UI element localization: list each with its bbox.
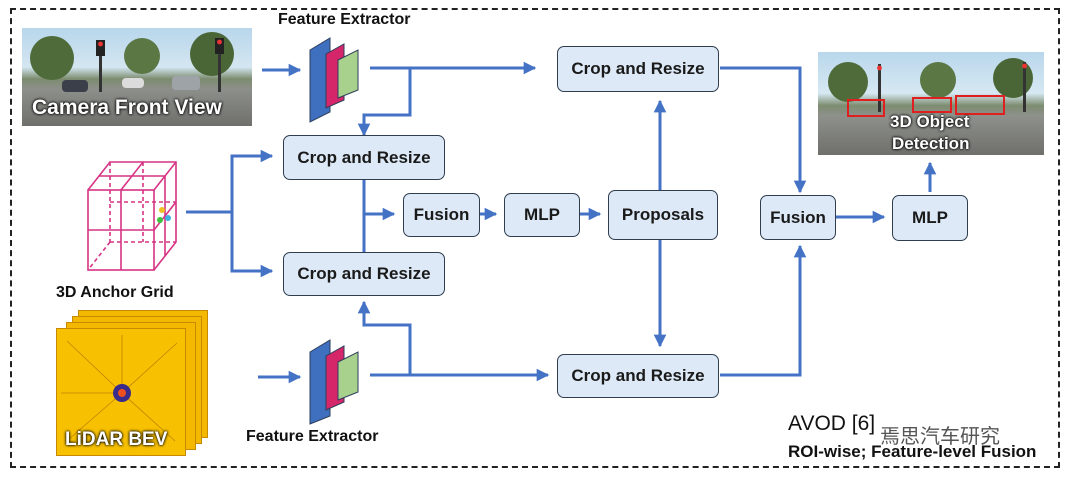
arrow-fe-to-crop-left-top bbox=[357, 68, 412, 137]
street-scene-icon bbox=[30, 32, 234, 92]
lidar-bev-image: LiDAR BEV bbox=[56, 328, 186, 456]
fusion-right: Fusion bbox=[760, 195, 836, 240]
crop-resize-top-right: Crop and Resize bbox=[557, 46, 719, 92]
arrow-crop-top-to-fusion-right bbox=[720, 66, 807, 194]
anchor-grid-label: 3D Anchor Grid bbox=[56, 284, 174, 301]
lidar-points-icon bbox=[61, 335, 178, 442]
detection-image: 3D Object Detection bbox=[818, 52, 1044, 155]
footer-title: AVOD [6] bbox=[788, 412, 876, 435]
detection-caption-1: 3D Object bbox=[890, 112, 970, 131]
lidar-caption: LiDAR BEV bbox=[65, 429, 168, 450]
proposals: Proposals bbox=[608, 190, 718, 240]
feature-extractor-bottom-label: Feature Extractor bbox=[246, 428, 379, 445]
mlp-right: MLP bbox=[892, 195, 968, 241]
camera-front-view-image: Camera Front View bbox=[22, 28, 252, 126]
arrow-fe-to-crop-left-bottom bbox=[357, 300, 412, 375]
arrow-crop-bottom-to-fusion-right bbox=[720, 244, 807, 377]
footer-subtitle: ROI-wise; Feature-level Fusion bbox=[788, 442, 1037, 461]
footer-watermark: 焉思汽车研究 bbox=[880, 426, 1000, 448]
crop-resize-left-bottom: Crop and Resize bbox=[283, 252, 445, 296]
detection-caption-2: Detection bbox=[892, 134, 970, 153]
arrow-anchor-up bbox=[230, 149, 274, 212]
detection-scene-icon bbox=[828, 58, 1033, 117]
feature-extractor-top-label: Feature Extractor bbox=[278, 11, 411, 28]
dashed-frame bbox=[10, 8, 1060, 468]
camera-caption: Camera Front View bbox=[32, 96, 222, 119]
mlp-left: MLP bbox=[504, 193, 580, 237]
fusion-left: Fusion bbox=[403, 193, 480, 237]
crop-resize-bottom-right: Crop and Resize bbox=[557, 354, 719, 398]
arrow-anchor-down bbox=[230, 212, 274, 278]
crop-resize-left-top: Crop and Resize bbox=[283, 135, 445, 180]
